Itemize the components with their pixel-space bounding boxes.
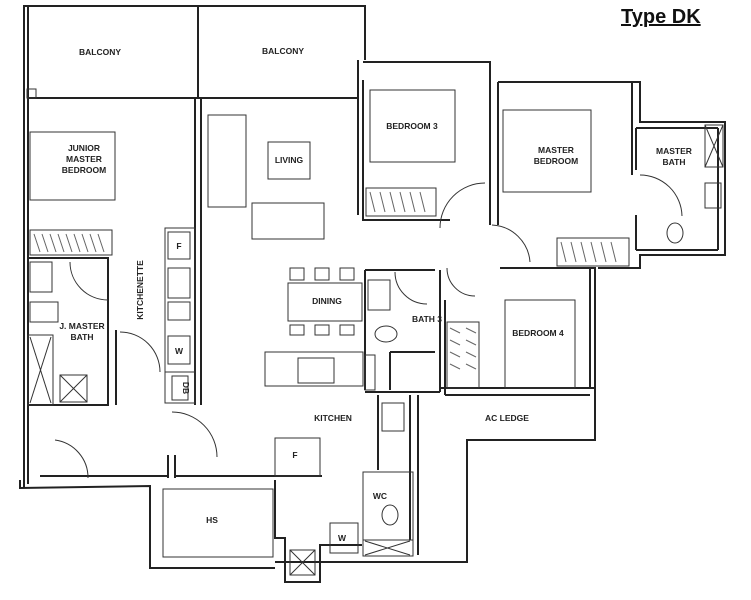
label-master-bath-1: MASTER [656,146,692,156]
fridge-kitchenette-label: F [176,241,181,251]
label-living: LIVING [275,155,304,165]
label-wc: WC [373,491,387,501]
plan-title: Type DK [621,6,701,28]
label-kitchen: KITCHEN [314,413,352,423]
washer-kitchen-label: W [338,533,347,543]
label-junior-master-bedroom-1: JUNIOR [68,143,100,153]
label-j-master-bath-1: J. MASTER [59,321,104,331]
label-master-bedroom-2: BEDROOM [534,156,578,166]
label-bath-3: BATH 3 [412,314,442,324]
label-balcony-2: BALCONY [262,46,304,56]
label-junior-master-bedroom-2: MASTER [66,154,102,164]
db-label: DB [181,382,191,394]
label-balcony-1: BALCONY [79,47,121,57]
label-hs: HS [206,515,218,525]
label-j-master-bath-2: BATH [71,332,94,342]
label-master-bedroom-1: MASTER [538,145,574,155]
label-master-bath-2: BATH [663,157,686,167]
washer-kitchenette-label: W [175,346,184,356]
label-junior-master-bedroom-3: BEDROOM [62,165,106,175]
label-bedroom-3: BEDROOM 3 [386,121,438,131]
label-bedroom-4: BEDROOM 4 [512,328,564,338]
label-dining: DINING [312,296,342,306]
walls [19,5,726,583]
fridge-kitchen-label: F [292,450,297,460]
label-ac-ledge: AC LEDGE [485,413,529,423]
label-kitchenette: KITCHENETTE [135,260,145,320]
